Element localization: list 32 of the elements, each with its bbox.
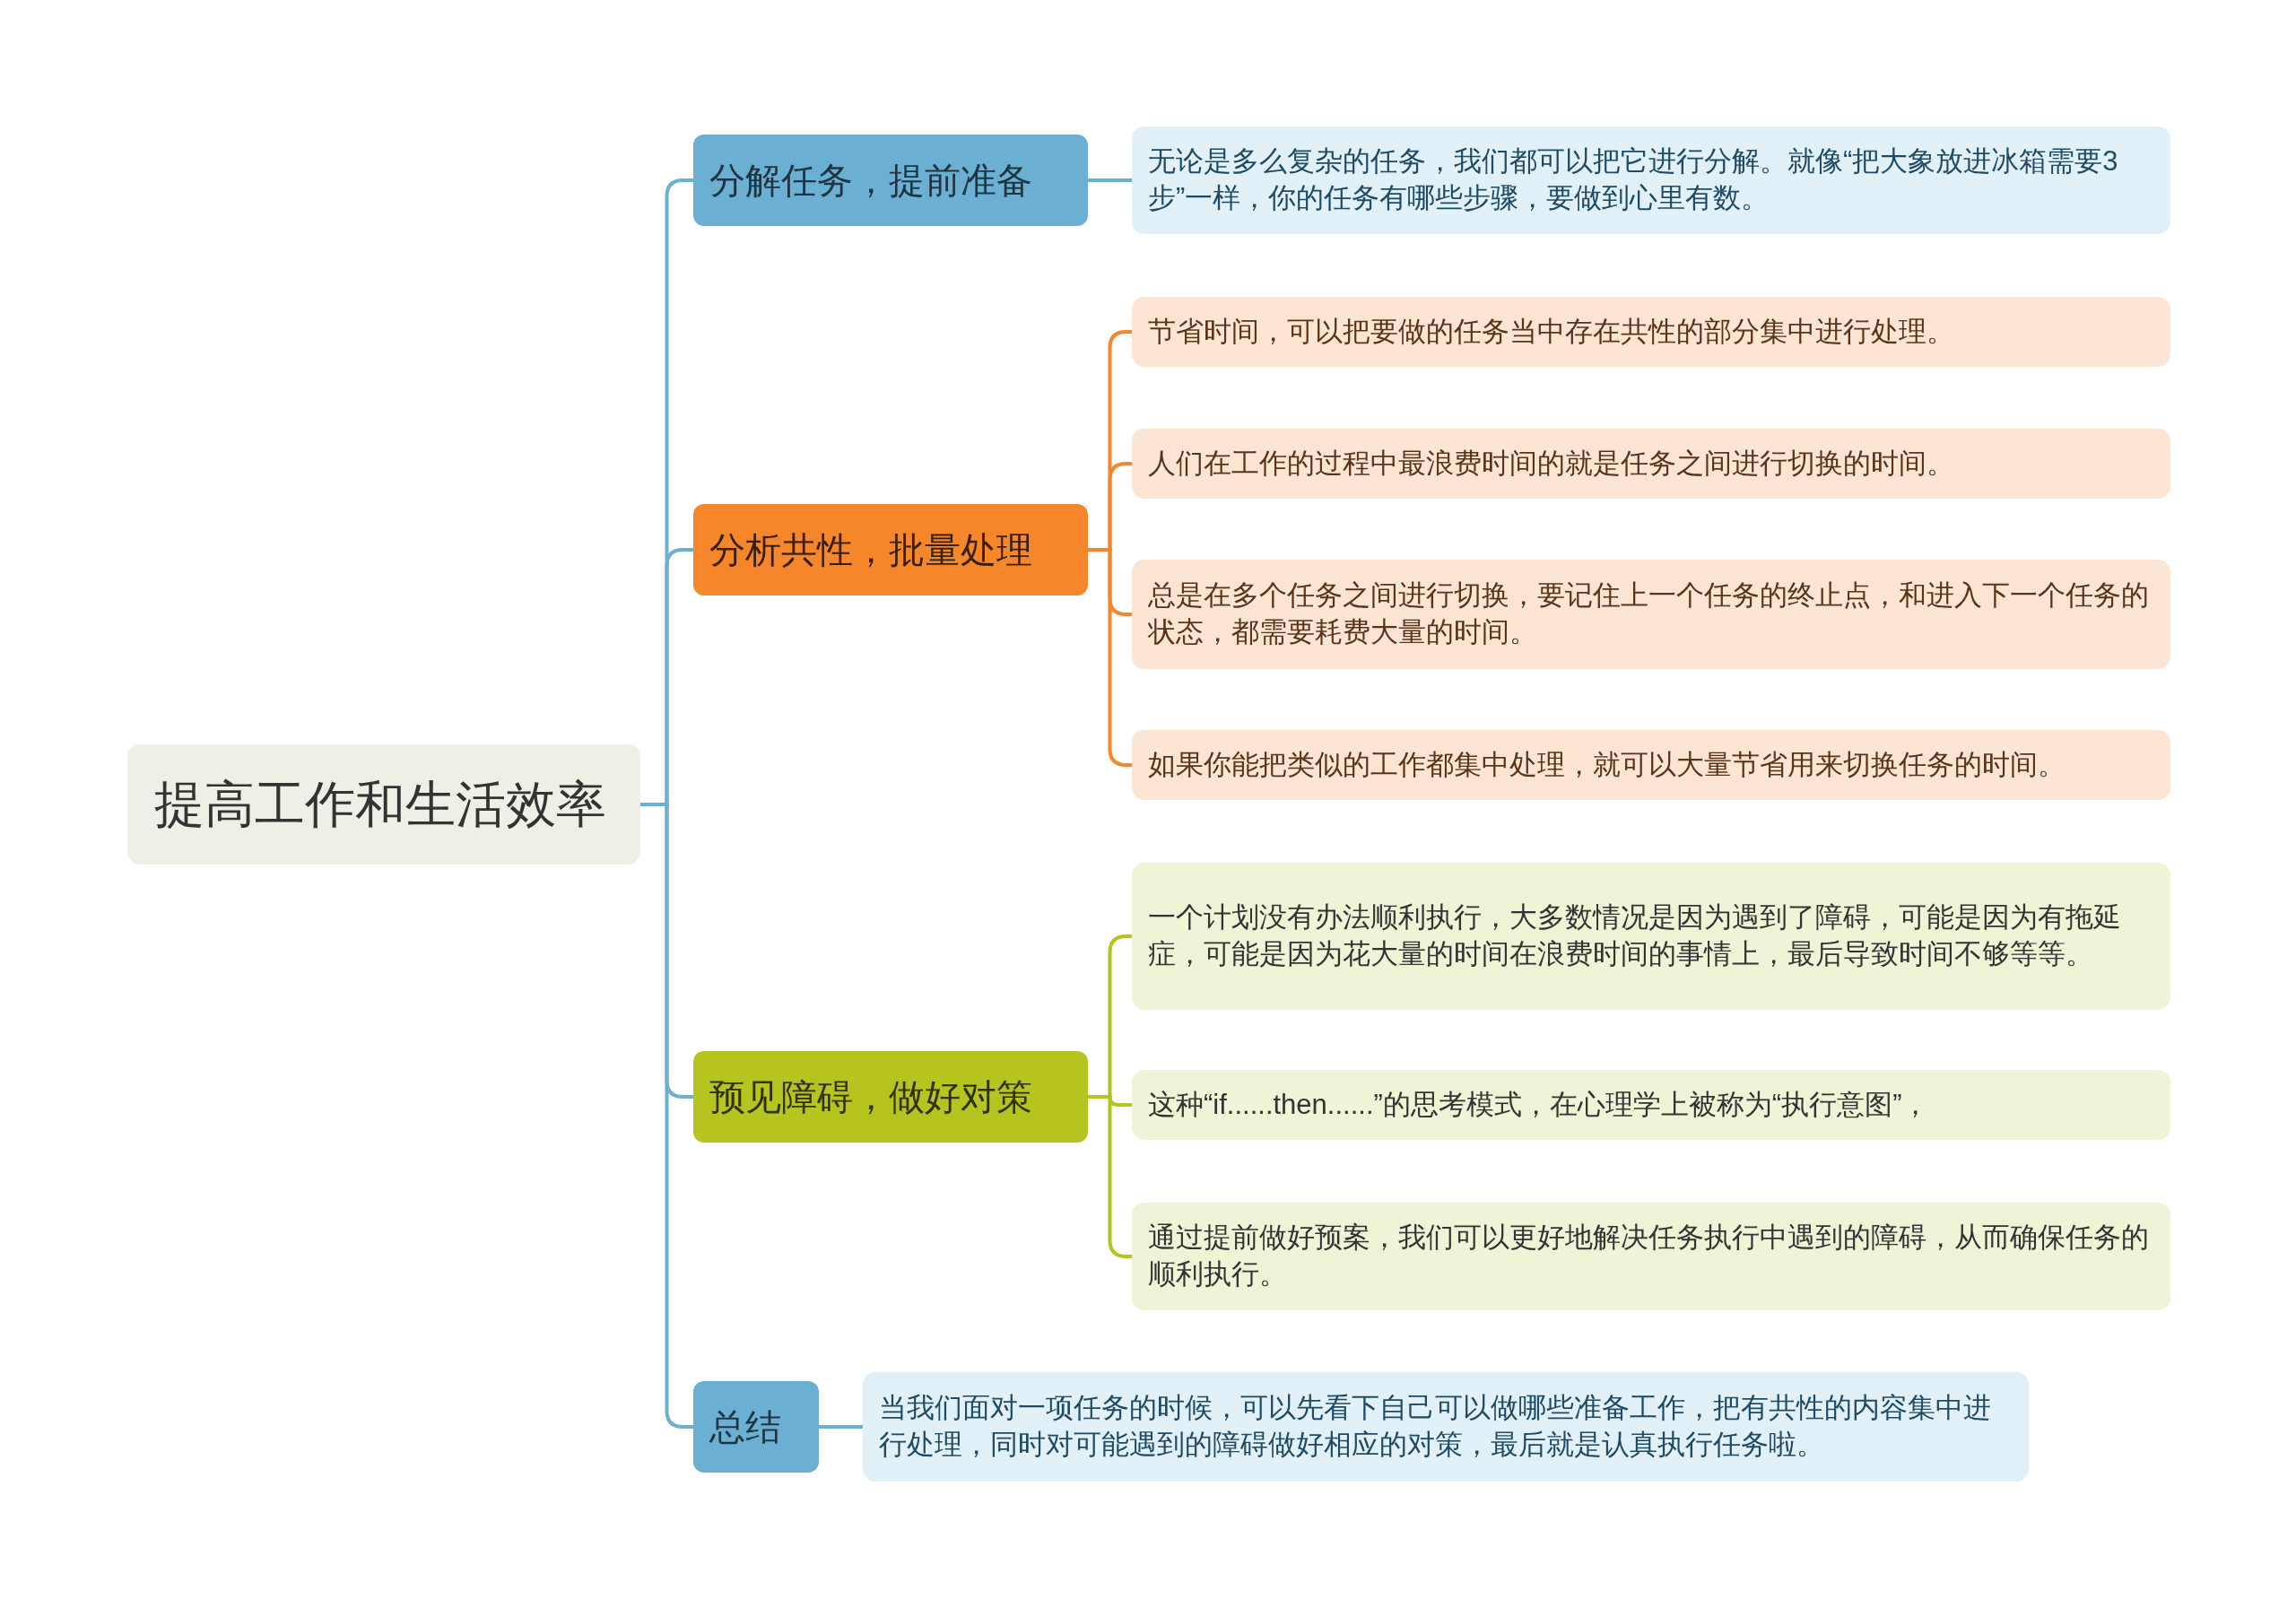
central-topic bbox=[127, 744, 640, 865]
branch-topic bbox=[693, 1381, 819, 1473]
topic-text: 通过提前做好预案，我们可以更好地解决任务执行中遇到的障碍，从而确保任务的顺利执行。 bbox=[1148, 1221, 2150, 1291]
note-card bbox=[1132, 297, 2170, 367]
topic-text: 节省时间，可以把要做的任务当中存在共性的部分集中进行处理。 bbox=[1148, 314, 1954, 349]
topic-text: 分析共性，批量处理 bbox=[709, 528, 1032, 571]
note-card bbox=[1132, 429, 2170, 499]
connector-line bbox=[1088, 178, 1132, 182]
note-card bbox=[1132, 863, 2170, 1010]
branch-topic bbox=[693, 1051, 1088, 1143]
topic-text: 这种“if......then......”的思考模式，在心理学上被称为“执行意图”， bbox=[1148, 1087, 1930, 1122]
note-card bbox=[1132, 1203, 2170, 1310]
topic-text: 总结 bbox=[709, 1405, 781, 1448]
topic-text: 一个计划没有办法顺利执行，大多数情况是因为遇到了障碍，可能是因为有拖延症，可能是因为花大量的时间在浪费时间的事情上，最后导致时间不够等等。 bbox=[1148, 900, 2122, 971]
connector-line bbox=[819, 1425, 863, 1429]
branch-topic bbox=[693, 504, 1088, 595]
note-card bbox=[1132, 1070, 2170, 1140]
topic-text: 无论是多么复杂的任务，我们都可以把它进行分解。就像“把大象放进冰箱需要3步”一样，你的任务有哪些步骤，要做到心里有数。 bbox=[1148, 144, 2119, 215]
note-card bbox=[1132, 560, 2170, 669]
topic-text: 提高工作和生活效率 bbox=[154, 775, 606, 835]
note-card bbox=[1132, 126, 2170, 234]
note-card bbox=[863, 1372, 2029, 1482]
topic-text: 分解任务，提前准备 bbox=[709, 159, 1032, 202]
branch-topic bbox=[693, 135, 1088, 226]
topic-text: 人们在工作的过程中最浪费时间的就是任务之间进行切换的时间。 bbox=[1148, 446, 1954, 481]
topic-text: 如果你能把类似的工作都集中处理，就可以大量节省用来切换任务的时间。 bbox=[1148, 747, 2066, 782]
topic-text: 当我们面对一项任务的时候，可以先看下自己可以做哪些准备工作，把有共性的内容集中进行处理，同时对可能遇到的障碍做好相应的对策，最后就是认真执行任务啦。 bbox=[879, 1391, 1992, 1462]
note-card bbox=[1132, 730, 2170, 800]
connector-line bbox=[1088, 1095, 1132, 1258]
topic-text: 预见障碍，做好对策 bbox=[709, 1075, 1032, 1118]
topic-text: 总是在多个任务之间进行切换，要记住上一个任务的终止点，和进入下一个任务的状态，都需要耗费大量的时间。 bbox=[1148, 578, 2150, 649]
connector-line bbox=[1088, 548, 1132, 767]
